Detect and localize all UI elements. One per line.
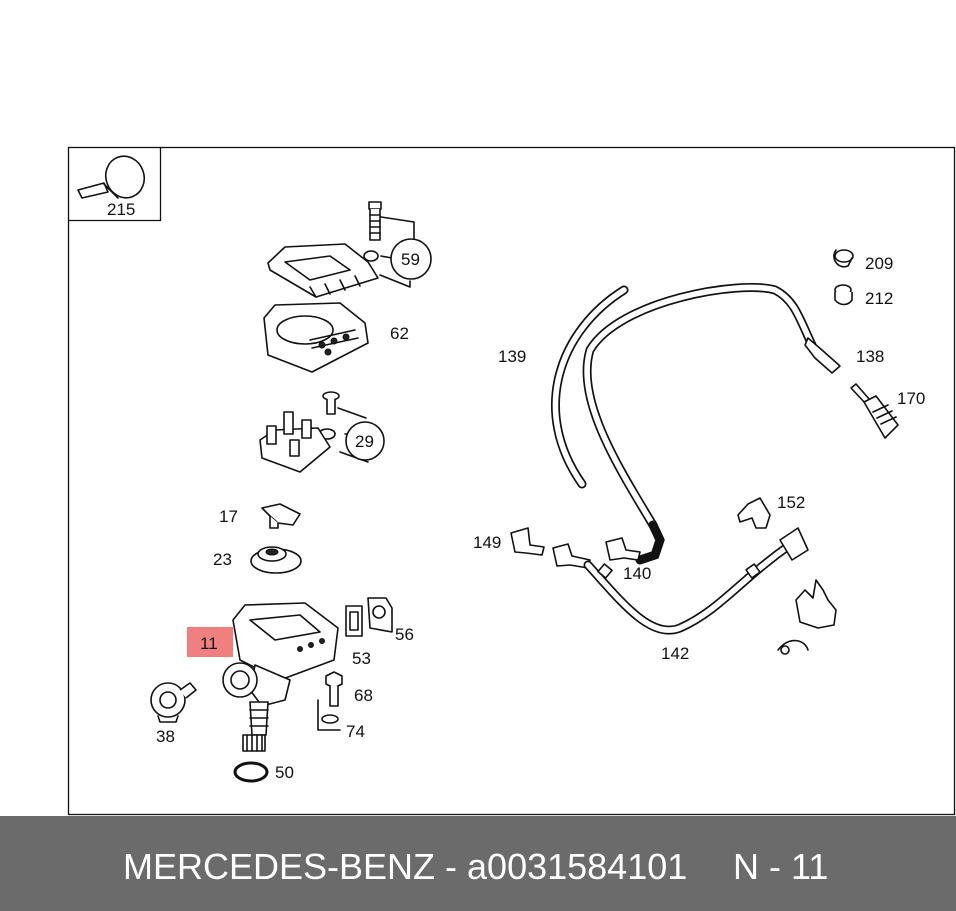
screw-29-drawing [318, 391, 385, 463]
rotor-17-drawing [261, 503, 301, 529]
label-68: 68 [354, 686, 373, 705]
inset-box [68, 147, 162, 222]
label-212: 212 [865, 289, 893, 308]
label-142: 142 [661, 644, 689, 663]
plate-56-drawing [367, 597, 393, 633]
boot-140-drawing [605, 537, 641, 561]
cable-142-drawing [583, 527, 809, 635]
label-11: 11 [200, 634, 218, 653]
label-50: 50 [275, 763, 294, 782]
footer-bar: MERCEDES-BENZ - a0031584101 N - 11 [0, 816, 956, 911]
footer-brand-part-number: MERCEDES-BENZ - a0031584101 [123, 846, 688, 887]
clamp-212-drawing [834, 284, 853, 306]
shield-23-drawing [250, 546, 302, 574]
label-59: 59 [401, 250, 420, 269]
label-29: 29 [355, 432, 374, 451]
distributor-housing-drawing [263, 302, 369, 373]
footer-diagram-ref: N - 11 [733, 846, 829, 887]
cable-tie-drawing [77, 155, 146, 199]
distributor-cover-drawing [267, 243, 379, 298]
vacuum-unit-38-drawing [150, 682, 197, 723]
label-209: 209 [865, 254, 893, 273]
label-23: 23 [213, 550, 232, 569]
label-74: 74 [346, 722, 365, 741]
label-38: 38 [156, 727, 175, 746]
distributor-body-drawing [222, 602, 339, 752]
label-62: 62 [390, 324, 409, 343]
coil-partial-drawing [777, 579, 837, 655]
label-215: 215 [107, 200, 135, 219]
label-138: 138 [856, 347, 884, 366]
rotor-cap-drawing [259, 411, 331, 473]
label-170: 170 [897, 389, 925, 408]
boot-152-drawing [737, 497, 771, 529]
label-56: 56 [395, 625, 414, 644]
label-17: 17 [219, 507, 238, 526]
part-11-highlight [187, 627, 233, 657]
label-152: 152 [777, 493, 805, 512]
boot-149-drawing [510, 527, 545, 556]
label-139: 139 [498, 347, 526, 366]
bolt-68-drawing [317, 671, 343, 731]
spark-plug-170-drawing [850, 383, 899, 439]
screw-59-drawing [363, 201, 432, 288]
diagram-frame [67, 146, 956, 816]
parts-diagram: 215 59 62 29 17 23 11 53 56 68 74 38 50 … [67, 146, 956, 816]
cable-138-drawing [582, 283, 841, 565]
label-53: 53 [352, 649, 371, 668]
hose-139-drawing [551, 285, 629, 489]
label-149: 149 [473, 533, 501, 552]
label-140: 140 [623, 564, 651, 583]
oring-50-drawing [233, 761, 269, 783]
gasket-53-drawing [345, 605, 363, 637]
clamp-209-drawing [833, 249, 854, 268]
